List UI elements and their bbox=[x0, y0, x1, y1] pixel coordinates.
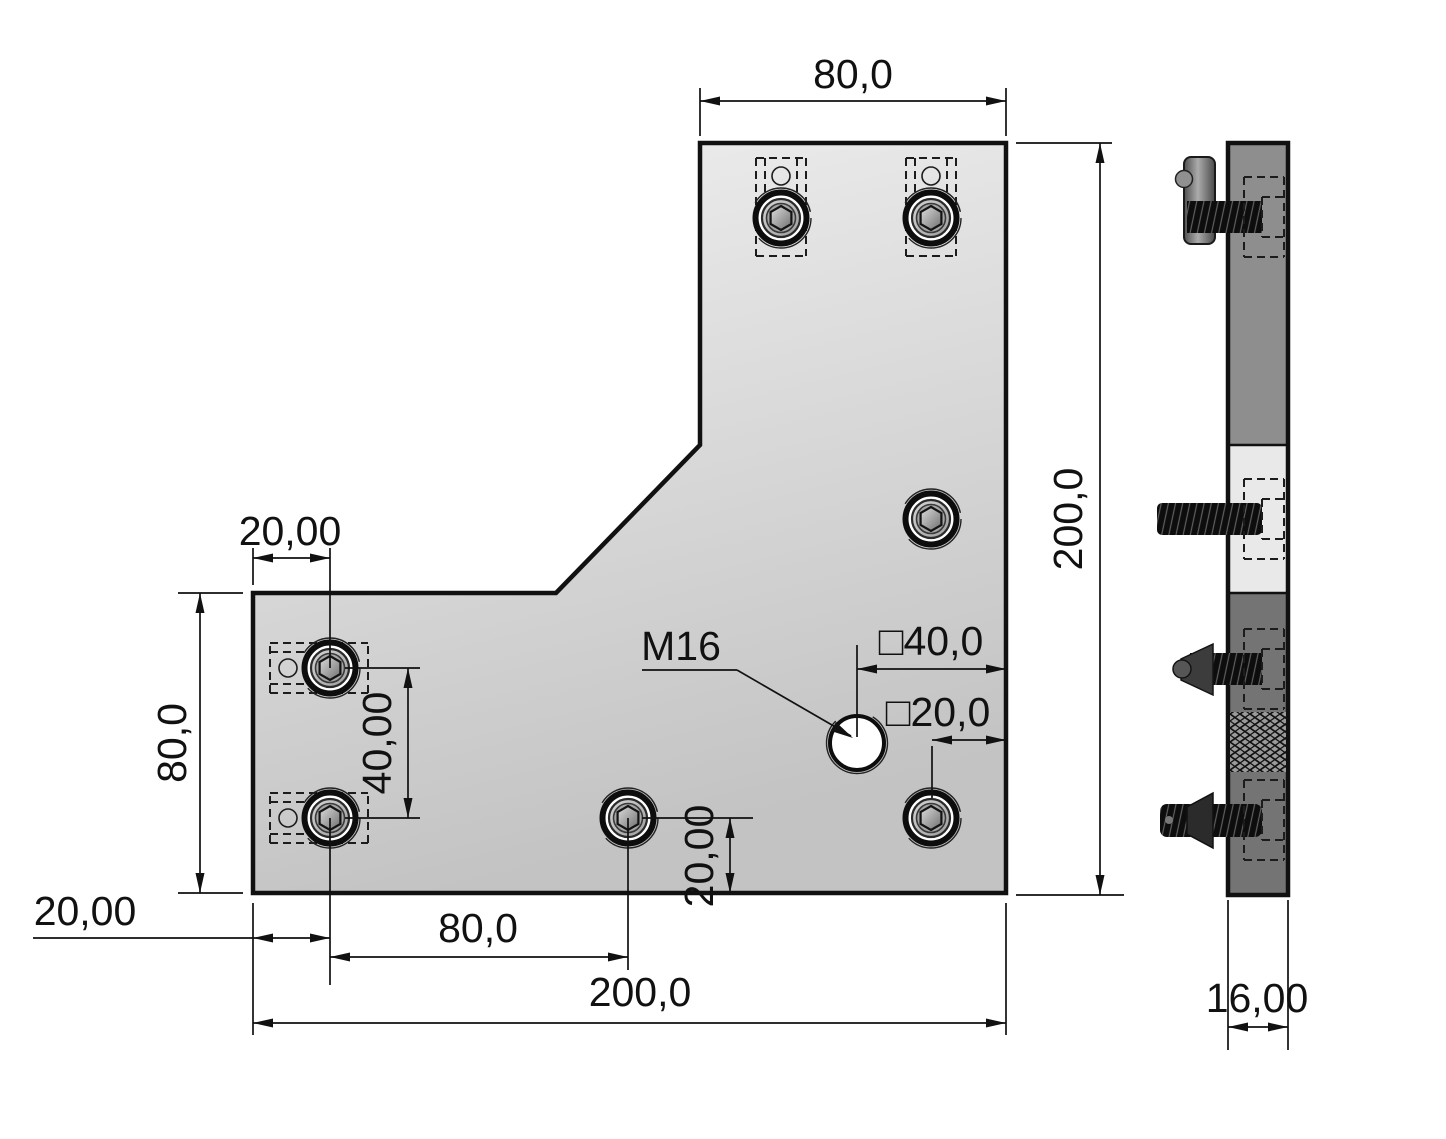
side-bolt-cone-head bbox=[1172, 642, 1262, 697]
dim-square-20: □20,0 bbox=[886, 689, 1006, 798]
front-view bbox=[250, 140, 1009, 896]
dim-label-overall-height: 200,0 bbox=[1045, 468, 1091, 571]
dim-label-edge-to-hole-bottom-left: 20,00 bbox=[34, 888, 137, 934]
dim-overall-height: 200,0 bbox=[1016, 142, 1124, 896]
dim-hole-pitch-vertical: 40,00 bbox=[345, 667, 420, 819]
dim-plate-thickness: 16,00 bbox=[1206, 900, 1309, 1050]
tapped-hole-section bbox=[1230, 712, 1286, 772]
dim-label-overall-width: 200,0 bbox=[589, 969, 692, 1015]
side-view bbox=[1157, 140, 1291, 898]
dim-overall-width: 200,0 bbox=[253, 903, 1007, 1035]
side-bolt-flange-head bbox=[1160, 791, 1262, 850]
dim-left-arm-height: 80,0 bbox=[149, 592, 243, 894]
dim-label-square-20: □20,0 bbox=[886, 689, 991, 735]
socket-head-screw bbox=[901, 188, 961, 248]
side-bolt-cylinder-head bbox=[1174, 156, 1262, 245]
dim-label-square-40: □40,0 bbox=[879, 618, 984, 664]
l-plate-outline bbox=[250, 140, 1009, 896]
dim-label-left-arm-height: 80,0 bbox=[149, 703, 195, 783]
dim-hole-pitch-horizontal: 80,0 bbox=[330, 818, 629, 970]
dim-edge-to-hole-top-left: 20,00 bbox=[239, 508, 342, 668]
dim-edge-to-hole-bottom-left: 20,00 bbox=[33, 818, 331, 1035]
side-bolt-threaded-stud bbox=[1157, 503, 1262, 535]
dim-label-top-arm-width: 80,0 bbox=[813, 51, 893, 97]
dim-label-hole-pitch-vertical: 40,00 bbox=[354, 692, 400, 795]
dim-hole-to-bottom-edge: 20,00 bbox=[642, 805, 753, 908]
callout-m16: M16 bbox=[641, 623, 853, 738]
side-section-top bbox=[1228, 143, 1288, 445]
thread-callout-label: M16 bbox=[641, 623, 721, 669]
socket-head-screw bbox=[901, 489, 961, 549]
dim-label-hole-to-bottom-edge: 20,00 bbox=[676, 805, 722, 908]
ball-detent bbox=[1174, 169, 1194, 189]
dim-top-arm-width: 80,0 bbox=[699, 51, 1007, 136]
dim-label-plate-thickness: 16,00 bbox=[1206, 975, 1309, 1021]
socket-head-screw bbox=[901, 788, 961, 848]
dim-label-edge-to-hole-top-left: 20,00 bbox=[239, 508, 342, 554]
dim-square-40: □40,0 bbox=[856, 618, 1006, 737]
socket-head-screw bbox=[751, 188, 811, 248]
dim-label-hole-pitch-horizontal: 80,0 bbox=[438, 905, 518, 951]
